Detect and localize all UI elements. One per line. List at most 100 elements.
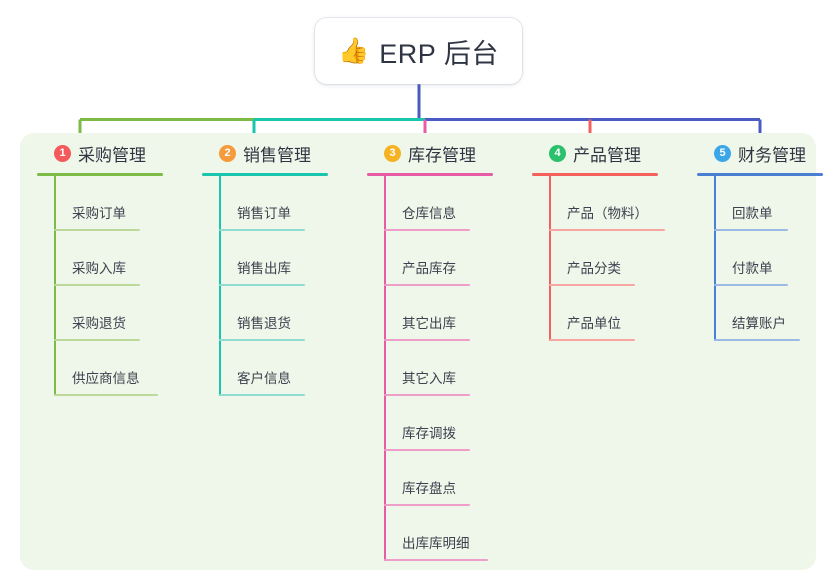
branch-number-badge: 4	[549, 144, 566, 162]
branch-item-underline	[219, 339, 305, 341]
branch-item-label: 客户信息	[237, 371, 291, 386]
branch-item-underline	[219, 229, 305, 231]
branch-spine	[714, 176, 716, 341]
branch-item[interactable]: 结算账户	[714, 286, 837, 341]
branch-item[interactable]: 采购退货	[54, 286, 192, 341]
branch-title: 采购管理	[78, 145, 146, 165]
branch-item-label: 出库库明细	[402, 536, 470, 551]
branch-item-underline	[384, 559, 488, 561]
branch-column-3[interactable]: 3 库存管理仓库信息产品库存其它出库其它入库库存调拨库存盘点出库库明细	[367, 133, 522, 561]
branch-item-label: 其它入库	[402, 371, 456, 386]
branch-column-5[interactable]: 5 财务管理回款单付款单结算账户	[697, 133, 837, 341]
branch-title: 销售管理	[243, 145, 311, 165]
branch-item-underline	[384, 339, 470, 341]
branch-spine	[54, 176, 56, 396]
branch-item-label: 产品（物料）	[567, 206, 648, 221]
branch-underline	[697, 173, 823, 176]
branch-header-3[interactable]: 3 库存管理	[367, 133, 522, 173]
branch-column-2[interactable]: 2 销售管理销售订单销售出库销售退货客户信息	[202, 133, 357, 396]
branch-item-label: 产品库存	[402, 261, 456, 276]
branch-item-label: 库存调拨	[402, 426, 456, 441]
branch-item-label: 供应商信息	[72, 371, 140, 386]
branch-items: 仓库信息产品库存其它出库其它入库库存调拨库存盘点出库库明细	[367, 176, 522, 561]
branch-header-1[interactable]: 1 采购管理	[37, 133, 192, 173]
branch-underline	[367, 173, 493, 176]
branch-item[interactable]: 供应商信息	[54, 341, 192, 396]
branch-item[interactable]: 销售退货	[219, 286, 357, 341]
branch-item[interactable]: 销售订单	[219, 176, 357, 231]
branch-number-badge: 2	[219, 144, 236, 162]
branch-item[interactable]: 出库库明细	[384, 506, 522, 561]
branch-items: 采购订单采购入库采购退货供应商信息	[37, 176, 192, 396]
branch-item-label: 库存盘点	[402, 481, 456, 496]
branch-item-label: 结算账户	[732, 316, 786, 331]
branch-item-label: 产品分类	[567, 261, 621, 276]
branch-item-label: 仓库信息	[402, 206, 456, 221]
branch-header-2[interactable]: 2 销售管理	[202, 133, 357, 173]
branch-number-badge: 1	[54, 144, 71, 162]
branch-item-underline	[714, 284, 788, 286]
branch-item-underline	[54, 229, 140, 231]
branch-header-4[interactable]: 4 产品管理	[532, 133, 687, 173]
branch-item-label: 回款单	[732, 206, 773, 221]
branch-item-underline	[714, 229, 788, 231]
branch-item[interactable]: 采购入库	[54, 231, 192, 286]
branch-items: 产品（物料） 产品分类产品单位	[532, 176, 687, 341]
branch-column-4[interactable]: 4 产品管理产品（物料） 产品分类产品单位	[532, 133, 687, 341]
branches-panel	[20, 133, 816, 570]
branch-item-underline	[384, 229, 470, 231]
branch-item-underline	[384, 449, 470, 451]
branch-columns: 1 采购管理采购订单采购入库采购退货供应商信息 2 销售管理销售订单销售出库销售退货客…	[20, 133, 823, 570]
root-node-title: ERP 后台	[379, 38, 499, 69]
branch-item-label: 采购入库	[72, 261, 126, 276]
branch-item[interactable]: 客户信息	[219, 341, 357, 396]
branch-items: 销售订单销售出库销售退货客户信息	[202, 176, 357, 396]
branch-underline	[37, 173, 163, 176]
branch-item[interactable]: 产品（物料）	[549, 176, 687, 231]
branch-number-badge: 3	[384, 144, 401, 162]
branch-header-5[interactable]: 5 财务管理	[697, 133, 837, 173]
branch-spine	[384, 176, 386, 561]
branch-item[interactable]: 库存盘点	[384, 451, 522, 506]
branch-title: 产品管理	[573, 145, 641, 165]
branch-item-label: 产品单位	[567, 316, 621, 331]
branch-column-1[interactable]: 1 采购管理采购订单采购入库采购退货供应商信息	[37, 133, 192, 396]
branch-item-underline	[384, 394, 470, 396]
branch-underline	[532, 173, 658, 176]
branch-item[interactable]: 其它出库	[384, 286, 522, 341]
branch-item[interactable]: 产品库存	[384, 231, 522, 286]
branch-item-underline	[384, 504, 470, 506]
branch-item[interactable]: 产品分类	[549, 231, 687, 286]
branch-item-underline	[549, 284, 635, 286]
branch-item-underline	[549, 339, 635, 341]
branch-item[interactable]: 产品单位	[549, 286, 687, 341]
branch-item[interactable]: 库存调拨	[384, 396, 522, 451]
branch-item-label: 采购退货	[72, 316, 126, 331]
branch-item-underline	[384, 284, 470, 286]
branch-item-label: 销售订单	[237, 206, 291, 221]
branch-spine	[219, 176, 221, 396]
branch-item[interactable]: 采购订单	[54, 176, 192, 231]
branch-item-underline	[219, 394, 305, 396]
thumbs-up-icon: 👍	[338, 36, 370, 65]
branch-item-underline	[54, 394, 158, 396]
branch-item[interactable]: 销售出库	[219, 231, 357, 286]
branch-item[interactable]: 回款单	[714, 176, 837, 231]
branch-item[interactable]: 付款单	[714, 231, 837, 286]
branch-underline	[202, 173, 328, 176]
branch-item-underline	[54, 339, 140, 341]
branch-title: 财务管理	[738, 145, 806, 165]
branch-item-underline	[219, 284, 305, 286]
branch-spine	[549, 176, 551, 341]
branch-item-label: 销售出库	[237, 261, 291, 276]
branch-title: 库存管理	[408, 145, 476, 165]
branch-item-underline	[549, 229, 665, 231]
branch-item-label: 销售退货	[237, 316, 291, 331]
branch-item[interactable]: 仓库信息	[384, 176, 522, 231]
branch-item-label: 采购订单	[72, 206, 126, 221]
branch-item[interactable]: 其它入库	[384, 341, 522, 396]
branch-item-underline	[714, 339, 800, 341]
branch-number-badge: 5	[714, 144, 731, 162]
root-node[interactable]: 👍 ERP 后台	[315, 18, 522, 84]
